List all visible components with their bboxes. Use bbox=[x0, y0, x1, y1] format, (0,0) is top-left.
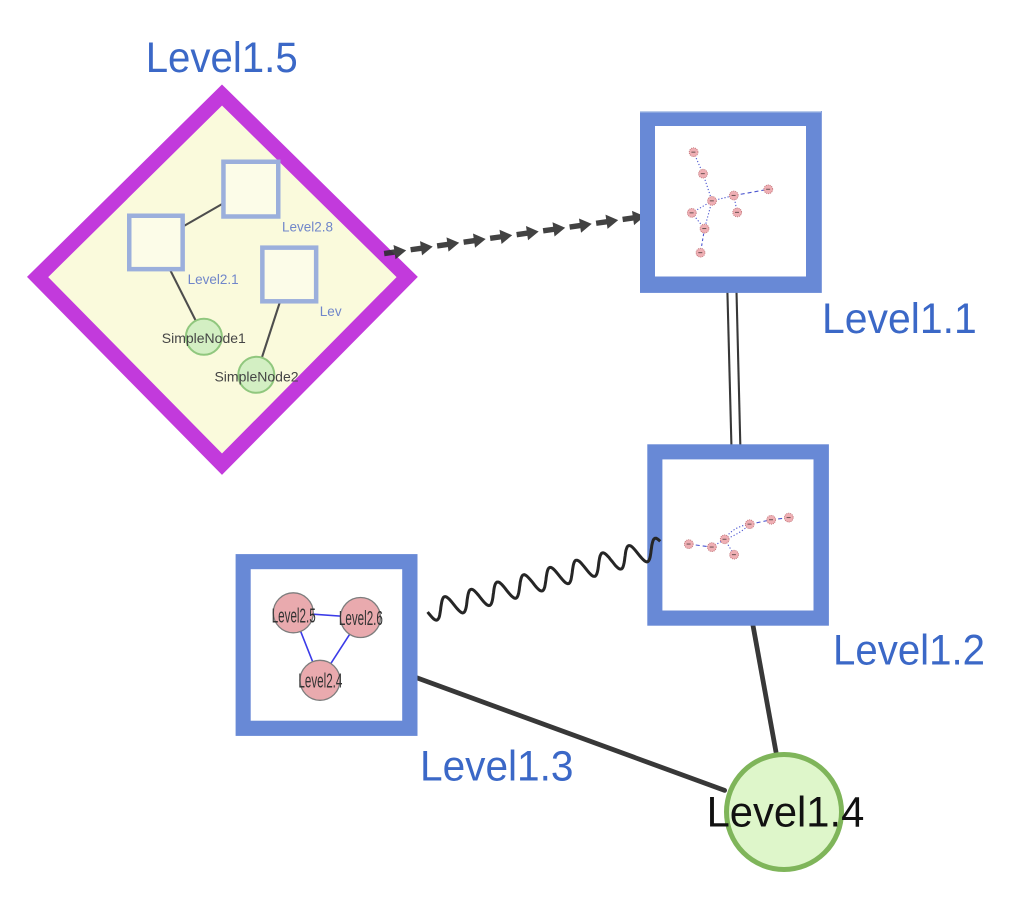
svg-text:Level1.2: Level1.2 bbox=[833, 626, 985, 674]
svg-text:Level2.6: Level2.6 bbox=[339, 608, 383, 630]
svg-text:Level1.4: Level1.4 bbox=[707, 789, 865, 837]
svg-text:Level1.1: Level1.1 bbox=[822, 295, 977, 343]
svg-text:Level2.5: Level2.5 bbox=[272, 605, 316, 627]
svg-text:Level1.5: Level1.5 bbox=[146, 34, 298, 82]
svg-text:Level2.1: Level2.1 bbox=[188, 272, 239, 287]
svg-text:Level2.4: Level2.4 bbox=[298, 671, 342, 693]
svg-text:Level1.3: Level1.3 bbox=[420, 743, 574, 791]
svg-text:SimpleNode1: SimpleNode1 bbox=[162, 330, 246, 346]
svg-text:Level2.8: Level2.8 bbox=[282, 220, 333, 235]
svg-text:SimpleNode2: SimpleNode2 bbox=[214, 369, 298, 385]
svg-text:Lev: Lev bbox=[320, 304, 342, 319]
